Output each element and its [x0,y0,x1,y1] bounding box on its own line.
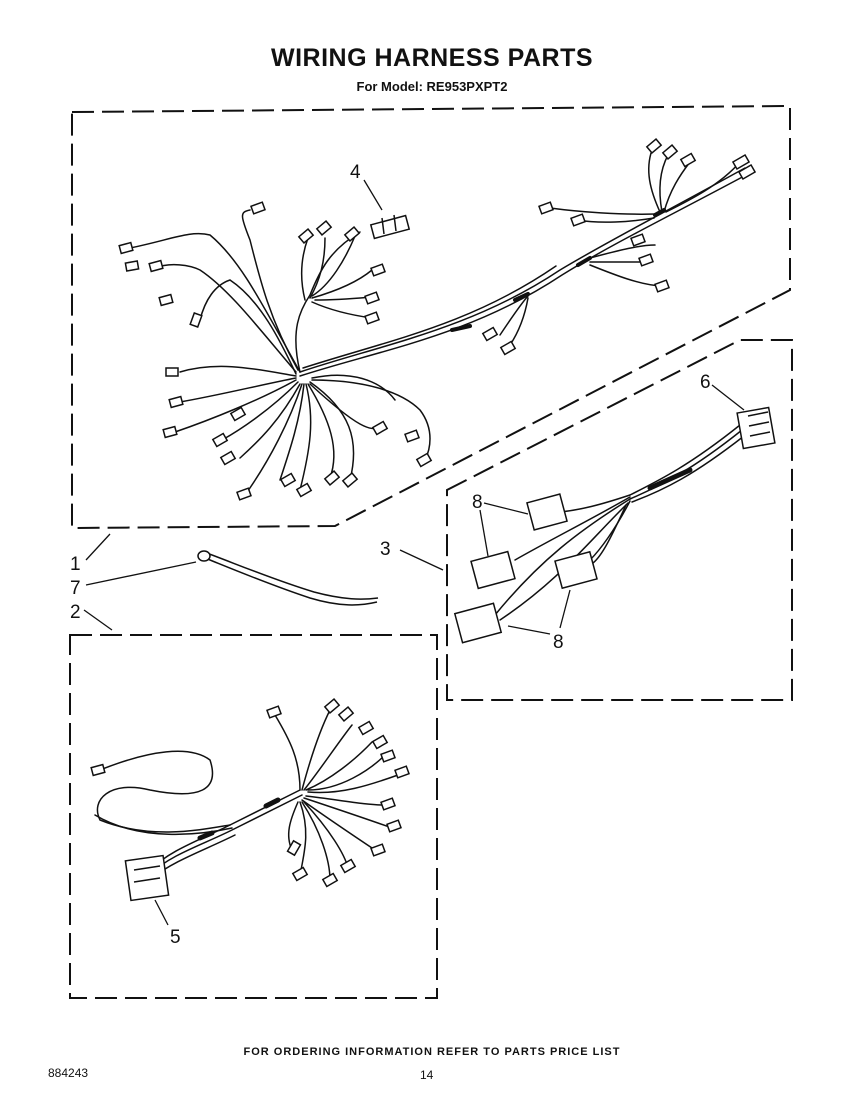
callout-5: 5 [170,927,181,948]
panel-1-outline [71,104,791,530]
leader-7 [85,561,197,586]
callout-1: 1 [70,554,81,575]
callout-6: 6 [700,372,711,393]
connector-4 [369,214,411,240]
main-harness-terminals [118,138,757,501]
cable-tie-7 [197,550,379,606]
connectors-8 [453,493,598,644]
harness-2-terminals [90,698,410,888]
panel-3-outline [446,339,793,701]
harness-2 [94,709,399,881]
callout-8-bottom: 8 [553,632,564,653]
callout-4: 4 [350,162,361,183]
leader-5 [154,899,169,926]
connector-6 [736,406,776,450]
leader-8a [483,502,529,515]
leader-6 [711,384,745,411]
page-title: WIRING HARNESS PARTS [270,44,594,72]
callout-8-top: 8 [472,492,483,513]
model-line: For Model: RE953PXPT2 [356,79,508,94]
leader-8b2 [559,589,571,629]
connector-5 [124,854,170,902]
leader-8a2 [479,509,489,557]
callout-2: 2 [70,602,81,623]
document-number: 884243 [48,1066,89,1080]
leader-1 [85,533,111,561]
page-number: 14 [420,1068,434,1082]
leader-4 [363,179,383,211]
harness-3 [494,424,745,621]
callout-3: 3 [380,539,391,560]
ordering-note: FOR ORDERING INFORMATION REFER TO PARTS … [243,1046,621,1058]
leader-8b [507,625,551,635]
leader-2 [83,609,113,631]
main-harness [129,149,749,496]
callout-7: 7 [70,578,81,599]
leader-3 [399,549,444,571]
callout-leaders [83,179,745,926]
panel-2-outline [69,634,438,999]
